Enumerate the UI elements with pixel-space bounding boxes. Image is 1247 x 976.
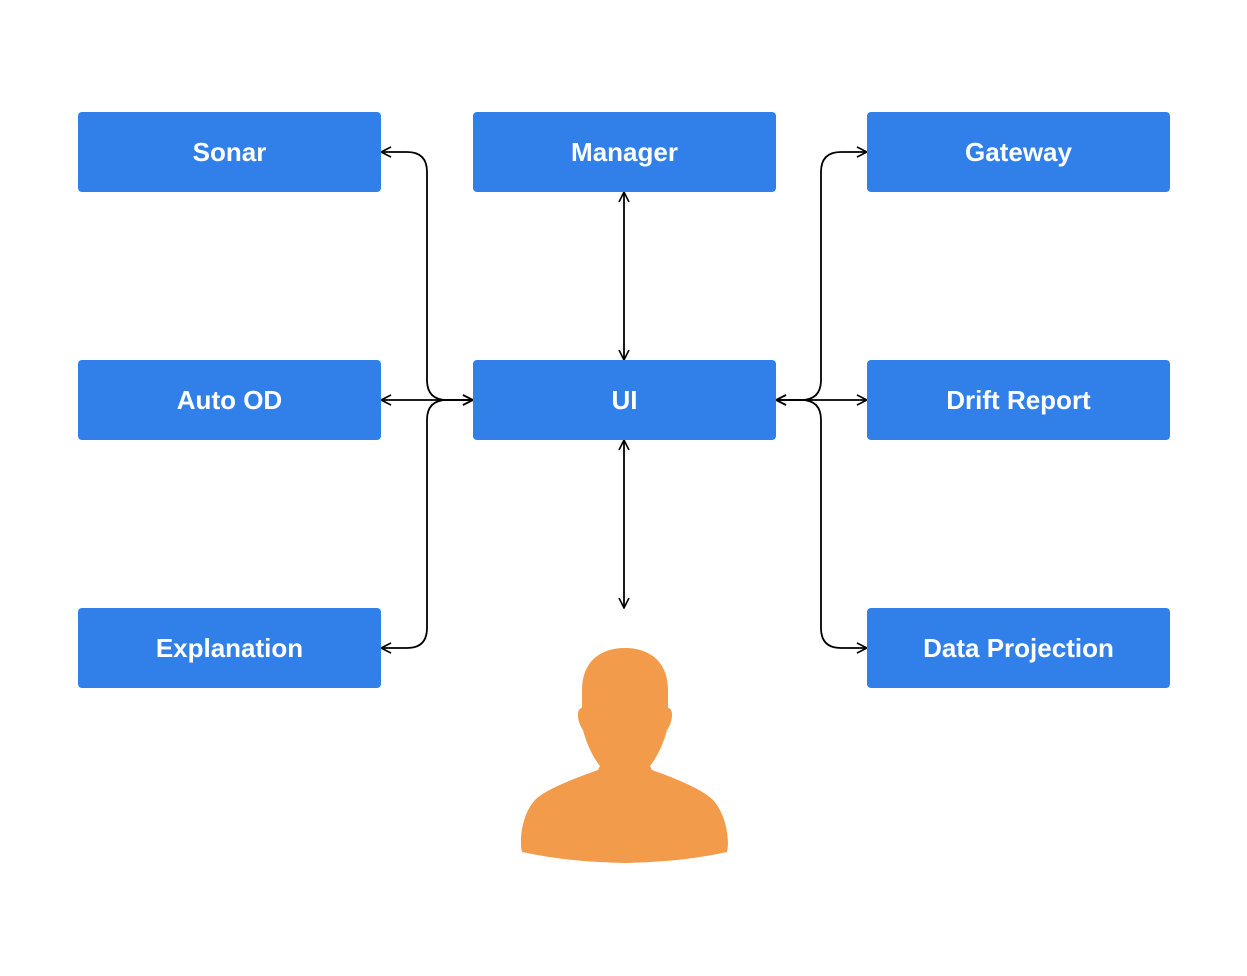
connector-ui-sonar <box>381 152 473 400</box>
node-sonar[interactable]: Sonar <box>78 112 381 192</box>
connector-ui-gateway <box>776 152 867 400</box>
node-ui-label: UI <box>611 384 638 415</box>
node-auto-od[interactable]: Auto OD <box>78 360 381 440</box>
node-ui[interactable]: UI <box>473 360 776 440</box>
node-drift-report[interactable]: Drift Report <box>867 360 1170 440</box>
node-auto-od-label: Auto OD <box>176 384 283 415</box>
node-manager[interactable]: Manager <box>473 112 776 192</box>
node-drift-report-label: Drift Report <box>946 384 1091 415</box>
user-silhouette-icon <box>520 648 728 863</box>
node-explanation-label: Explanation <box>155 632 304 663</box>
connector-ui-explanation <box>381 400 473 648</box>
node-gateway-label: Gateway <box>965 136 1072 167</box>
connector-ui-data-projection <box>776 400 867 648</box>
node-explanation[interactable]: Explanation <box>78 608 381 688</box>
node-gateway[interactable]: Gateway <box>867 112 1170 192</box>
node-data-projection-label: Data Projection <box>923 632 1114 663</box>
node-data-projection[interactable]: Data Projection <box>867 608 1170 688</box>
node-sonar-label: Sonar <box>192 136 267 167</box>
node-manager-label: Manager <box>571 136 678 167</box>
